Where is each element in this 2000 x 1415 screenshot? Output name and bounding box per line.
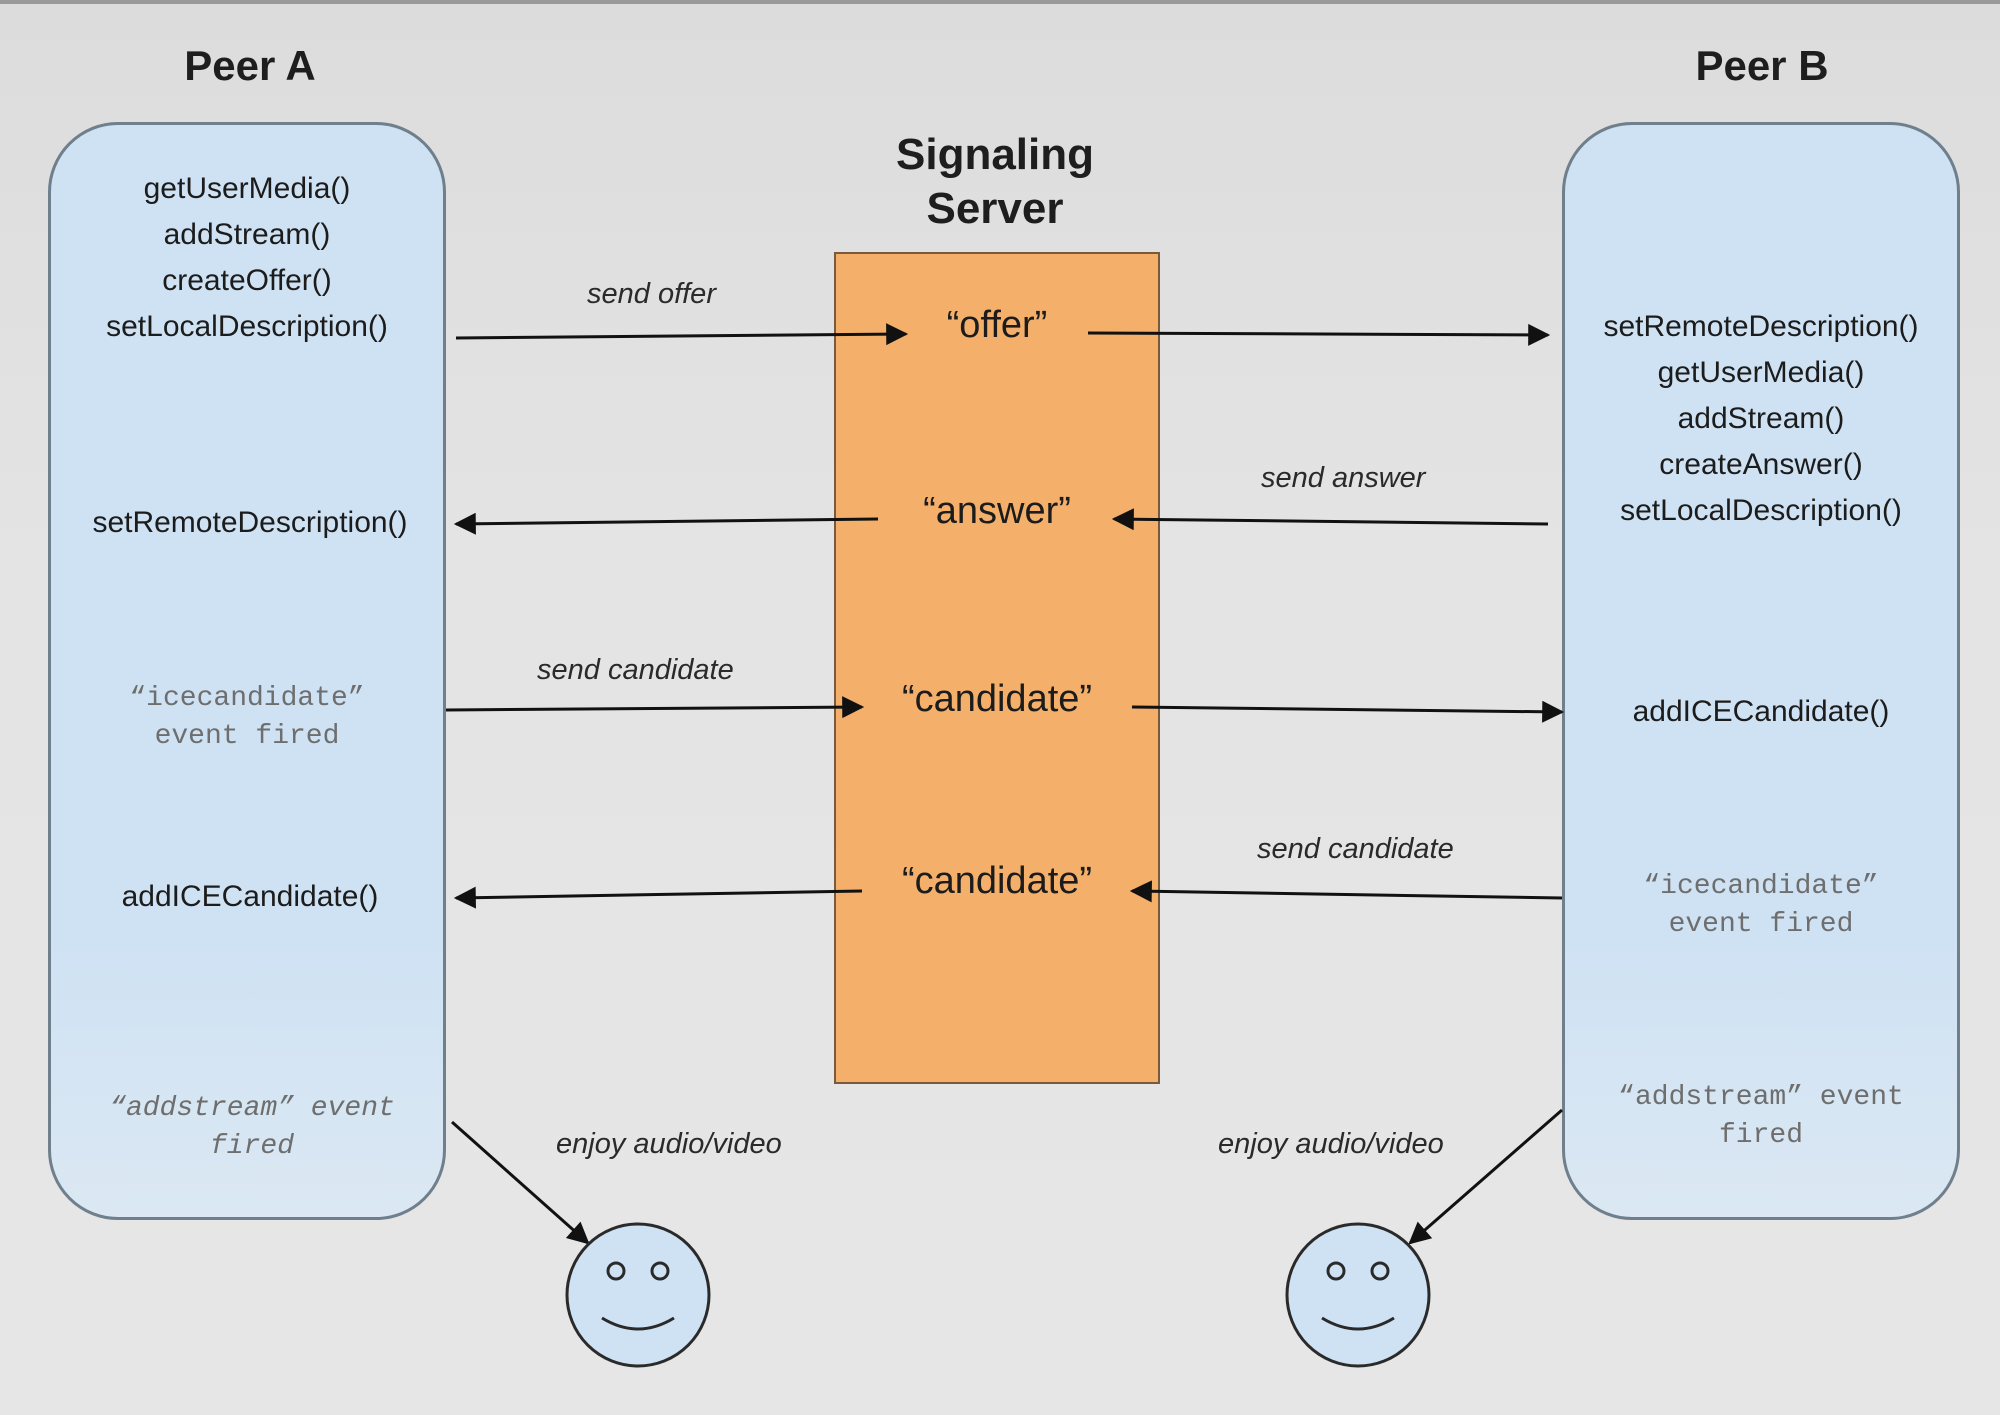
peer-b-title: Peer B [1695, 42, 1829, 89]
signaling-server-box [834, 252, 1160, 1084]
label-send-answer: send answer [1261, 462, 1426, 494]
server-msg-answer: “answer” [923, 490, 1071, 532]
peer-a-method-getusermedia: getUserMedia() [143, 172, 351, 205]
server-msg-candidate-1: “candidate” [901, 678, 1093, 720]
peer-a-method-setremotedescription: setRemoteDescription() [92, 506, 408, 539]
peer-a-method-setlocaldescription: setLocalDescription() [106, 310, 388, 343]
peer-a-method-addstream: addStream() [163, 218, 331, 251]
signaling-server-title: Signaling Server [845, 128, 1145, 236]
arrow-send-offer [455, 323, 909, 346]
arrow-candidate-to-a [453, 886, 863, 909]
arrow-offer-to-b [1087, 323, 1551, 346]
arrow-send-candidate-b [1129, 880, 1563, 903]
peer-b-method-setlocaldescription: setLocalDescription() [1620, 494, 1902, 527]
peer-b-box [1562, 122, 1960, 1220]
server-msg-offer: “offer” [946, 304, 1048, 346]
peer-b-method-addicecandidate: addICECandidate() [1632, 695, 1890, 728]
peer-a-icecandidate-event: “icecandidate” event fired [129, 683, 365, 752]
top-border [0, 0, 2000, 4]
peer-b-method-setremotedescription: setRemoteDescription() [1603, 310, 1919, 343]
peer-b-method-createanswer: createAnswer() [1659, 448, 1863, 481]
peer-a-method-createoffer: createOffer() [162, 264, 332, 297]
label-send-candidate-a: send candidate [537, 654, 734, 686]
signaling-server-title-line1: Signaling [896, 130, 1094, 179]
label-send-offer: send offer [587, 278, 716, 310]
arrow-send-answer [1111, 508, 1549, 531]
peer-b-method-addstream: addStream() [1677, 402, 1845, 435]
label-enjoy-a: enjoy audio/video [556, 1128, 782, 1160]
smiley-face-b-icon [1285, 1222, 1431, 1368]
peer-b-addstream-event: “addstream” event fired [1618, 1082, 1904, 1151]
peer-a-method-addicecandidate: addICECandidate() [121, 880, 379, 913]
arrow-enjoy-b [1408, 1108, 1563, 1245]
server-msg-candidate-2: “candidate” [901, 860, 1093, 902]
arrow-answer-to-a [453, 512, 879, 535]
label-enjoy-b: enjoy audio/video [1218, 1128, 1444, 1160]
peer-a-addstream-event: “addstream” event fired [109, 1093, 395, 1162]
peer-b-icecandidate-event: “icecandidate” event fired [1643, 871, 1879, 940]
peer-a-title: Peer A [184, 42, 316, 89]
peer-b-method-getusermedia: getUserMedia() [1657, 356, 1865, 389]
smiley-face-a-icon [565, 1222, 711, 1368]
arrow-send-candidate-a [445, 696, 865, 719]
arrow-candidate-to-b [1131, 700, 1565, 723]
peer-a-box [48, 122, 446, 1220]
arrow-enjoy-a [451, 1120, 590, 1245]
signaling-server-title-line2: Server [926, 184, 1064, 233]
label-send-candidate-b: send candidate [1257, 833, 1454, 865]
